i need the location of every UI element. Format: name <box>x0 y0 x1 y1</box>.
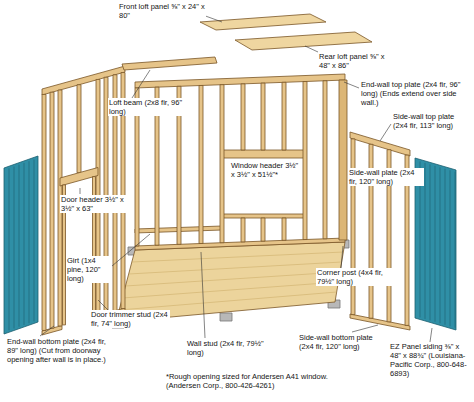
leader-line <box>341 246 343 268</box>
ez-panel-siding <box>4 156 38 334</box>
siding-groove <box>450 170 451 326</box>
siding-groove <box>29 161 30 323</box>
wall-stud <box>261 83 265 150</box>
wall-stud <box>351 139 355 315</box>
leader-line <box>201 252 205 338</box>
leader-line <box>40 326 54 336</box>
side-wall-top-plate <box>350 132 410 156</box>
floor-seam <box>132 252 344 262</box>
wall-stud <box>323 81 327 239</box>
leader-line <box>98 300 108 310</box>
wall-stud <box>241 218 245 242</box>
siding-groove <box>440 167 441 323</box>
siding-groove <box>430 164 431 320</box>
part-label: Loft beam (2x8 fir, 96" long) <box>108 98 188 116</box>
floor-seam <box>122 282 338 298</box>
part-label: Window header 3½" x 3½" x 51½"* <box>230 161 302 179</box>
concrete-block <box>220 313 232 321</box>
window-sill <box>222 214 305 218</box>
front-loft-panel <box>200 14 326 30</box>
siding-groove <box>445 169 446 325</box>
part-label: Side-wall bottom plate (2x4 fir, 120" lo… <box>298 333 386 351</box>
wall-stud <box>42 94 46 330</box>
leader-lines <box>40 14 432 342</box>
part-label: Wall stud (2x4 fir, 79½" long) <box>186 339 266 357</box>
wall-stud <box>199 85 203 243</box>
siding-groove <box>455 172 456 328</box>
siding-groove <box>435 166 436 322</box>
part-label: Side-wall plate (2x4 fir, 120" long) <box>348 168 424 186</box>
wall-stud <box>282 82 286 150</box>
leader-line <box>80 188 81 194</box>
corner-post <box>339 80 347 240</box>
end-wall-top-plate <box>42 66 125 95</box>
wall-stud <box>77 85 81 173</box>
part-label: EZ Panel siding ⅜" x 48" x 88¾" (Louisia… <box>389 342 471 378</box>
wall-stud <box>282 218 286 240</box>
part-label: Door trimmer stud (2x4 fir, 74" long) <box>90 310 170 328</box>
loft-beam <box>122 57 217 70</box>
floor-grain <box>119 252 343 310</box>
siding-groove <box>425 163 426 319</box>
siding-groove <box>24 163 25 325</box>
wall-stud <box>261 218 265 241</box>
siding-groove <box>34 159 35 321</box>
leader-line <box>112 234 150 266</box>
siding-groove <box>19 165 20 327</box>
leader-line <box>305 46 318 52</box>
window-header <box>222 150 305 158</box>
leader-line <box>344 82 359 88</box>
wall-stud <box>303 82 307 240</box>
wall-stud <box>50 92 54 328</box>
part-label: End-wall bottom plate (2x4 fir, 89" long… <box>6 337 112 364</box>
leader-line <box>380 124 391 141</box>
floor-seam <box>126 272 341 286</box>
part-label: End-wall top plate (2x4 fir, 96" long) (… <box>360 80 470 107</box>
side-wall-frame <box>350 132 410 330</box>
part-label: Side-wall top plate (2x4 fir, 113" long) <box>392 112 470 130</box>
bottom-plate <box>135 238 345 250</box>
top-plate <box>135 74 345 88</box>
wall-stud <box>220 85 224 243</box>
leader-line <box>352 325 378 332</box>
siding-panel <box>4 156 38 334</box>
part-label: Door header 3½" x 3½" x 63" <box>60 195 128 213</box>
rear-loft-panel <box>235 32 372 50</box>
leader-line <box>430 328 432 342</box>
side-wall-bottom-plate <box>350 314 410 330</box>
part-label: Girt (1x4 pine, 120" long) <box>66 256 112 283</box>
footnote: *Rough opening sized for Andersen A41 wi… <box>165 372 351 390</box>
part-label: Corner post (4x4 fir, 79½" long) <box>316 268 392 286</box>
floor-seam <box>119 292 337 310</box>
wall-stud <box>241 84 245 150</box>
siding-groove <box>9 168 10 330</box>
part-label: Rear loft panel ⅝" x 48" x 86" <box>318 52 392 70</box>
leader-line <box>132 70 150 98</box>
floor-seam <box>129 262 342 274</box>
siding-groove <box>14 166 15 328</box>
part-label: Front loft panel ⅝" x 24" x 80" <box>118 2 206 20</box>
